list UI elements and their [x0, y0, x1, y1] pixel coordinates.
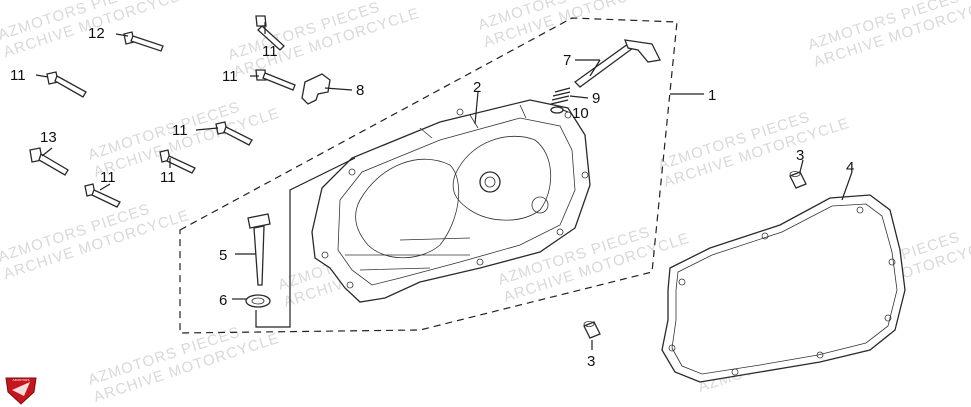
bolt-11-bottom — [84, 183, 121, 208]
gasket-4 — [661, 194, 906, 383]
dowel-pin-upper — [789, 171, 807, 189]
callout-11-centre: 11 — [172, 122, 188, 139]
callout-3-lower: 3 — [587, 353, 595, 370]
callouts: 1 2 3 3 4 5 6 7 8 9 10 11 11 11 11 11 11… — [10, 25, 854, 370]
callout-11-lower: 11 — [160, 169, 176, 186]
callout-6: 6 — [219, 292, 227, 309]
bolt-11-centre — [215, 121, 253, 146]
spring-9 — [550, 87, 571, 105]
callout-2: 2 — [473, 79, 481, 96]
callout-11-mid: 11 — [222, 68, 238, 85]
callout-7: 7 — [563, 52, 571, 69]
bolt-11-mid — [255, 69, 296, 91]
callout-13: 13 — [40, 129, 57, 146]
bolt-13 — [29, 147, 69, 176]
callout-3-upper: 3 — [796, 147, 804, 164]
callout-1: 1 — [708, 87, 716, 104]
logo-text: AZMOTORS — [13, 378, 30, 382]
brand-logo: AZMOTORS — [5, 377, 37, 405]
washer-10 — [550, 106, 564, 114]
dowel-pin-lower — [583, 321, 601, 339]
o-ring-6 — [245, 294, 271, 308]
crankcase-cover-2 — [311, 99, 591, 303]
bracket-8 — [301, 73, 331, 105]
callout-8: 8 — [356, 82, 364, 99]
oil-dipstick-5 — [247, 213, 271, 286]
callout-4: 4 — [846, 159, 854, 176]
callout-9: 9 — [592, 90, 600, 107]
bolt-12 — [123, 31, 164, 52]
callout-11-bottom: 11 — [100, 169, 116, 186]
callout-11-left: 11 — [10, 67, 26, 84]
bolt-11-left — [46, 71, 87, 98]
shift-shaft-7 — [573, 39, 661, 88]
leader-lines — [35, 22, 853, 350]
shaft-boss — [479, 171, 501, 193]
assembly-outline-1 — [179, 17, 678, 334]
callout-11-top: 11 — [262, 43, 278, 60]
callout-12: 12 — [88, 25, 105, 42]
callout-10: 10 — [572, 105, 589, 122]
callout-5: 5 — [219, 247, 227, 264]
